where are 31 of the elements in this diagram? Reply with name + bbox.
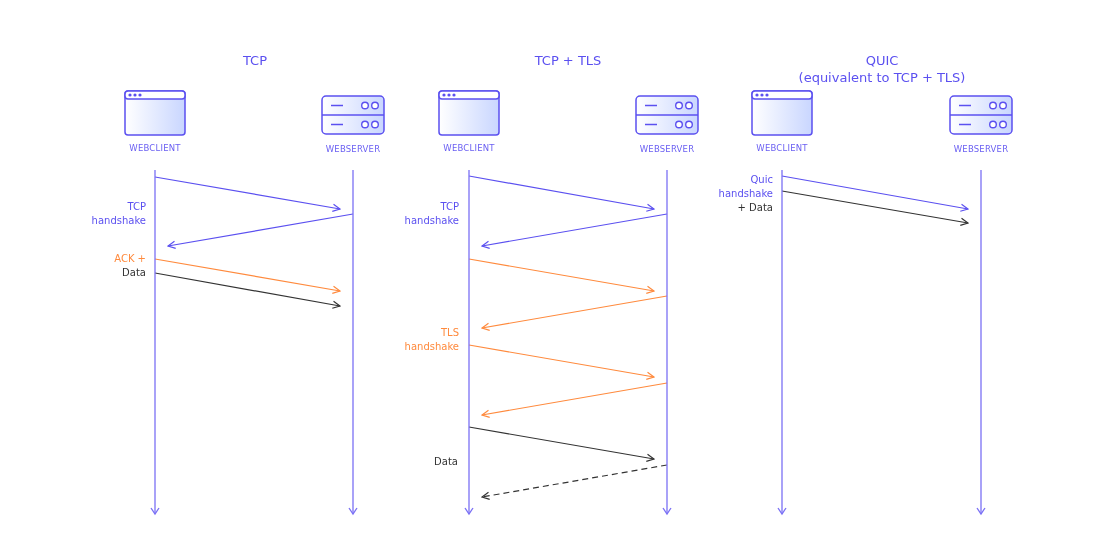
panel-title: TCP: [241, 52, 269, 69]
message-arrow: [154, 272, 341, 309]
message-arrow: [154, 258, 341, 294]
message-label: + Data: [736, 201, 773, 215]
message-label: TCP handshake: [90, 200, 146, 228]
message-arrow: [481, 464, 668, 500]
message-label: TLS handshake: [403, 326, 459, 354]
message-arrow: [481, 382, 668, 418]
message-arrow: [481, 295, 668, 331]
message-label: TCP handshake: [403, 200, 459, 228]
message-arrow: [167, 213, 354, 249]
message-label: Data: [121, 266, 146, 280]
message-label: ACK +: [113, 252, 146, 266]
message-arrow: [781, 175, 969, 212]
message-label: Quic handshake: [717, 173, 773, 201]
message-arrow: [468, 175, 655, 212]
node-label: WEBSERVER: [639, 144, 695, 154]
node-label: WEBCLIENT: [756, 143, 808, 153]
node-label: WEBSERVER: [325, 144, 381, 154]
message-label: Data: [433, 455, 458, 469]
message-arrow: [481, 213, 668, 249]
node-label: WEBSERVER: [953, 144, 1009, 154]
panel-title: TCP + TLS: [533, 52, 603, 69]
message-arrow: [468, 344, 655, 380]
message-arrow: [781, 190, 969, 226]
node-label: WEBCLIENT: [129, 143, 181, 153]
message-arrow: [468, 258, 655, 294]
message-arrow: [154, 176, 341, 212]
node-label: WEBCLIENT: [443, 143, 495, 153]
panel-title: QUIC (equivalent to TCP + TLS): [797, 52, 967, 86]
message-arrow: [468, 426, 655, 462]
